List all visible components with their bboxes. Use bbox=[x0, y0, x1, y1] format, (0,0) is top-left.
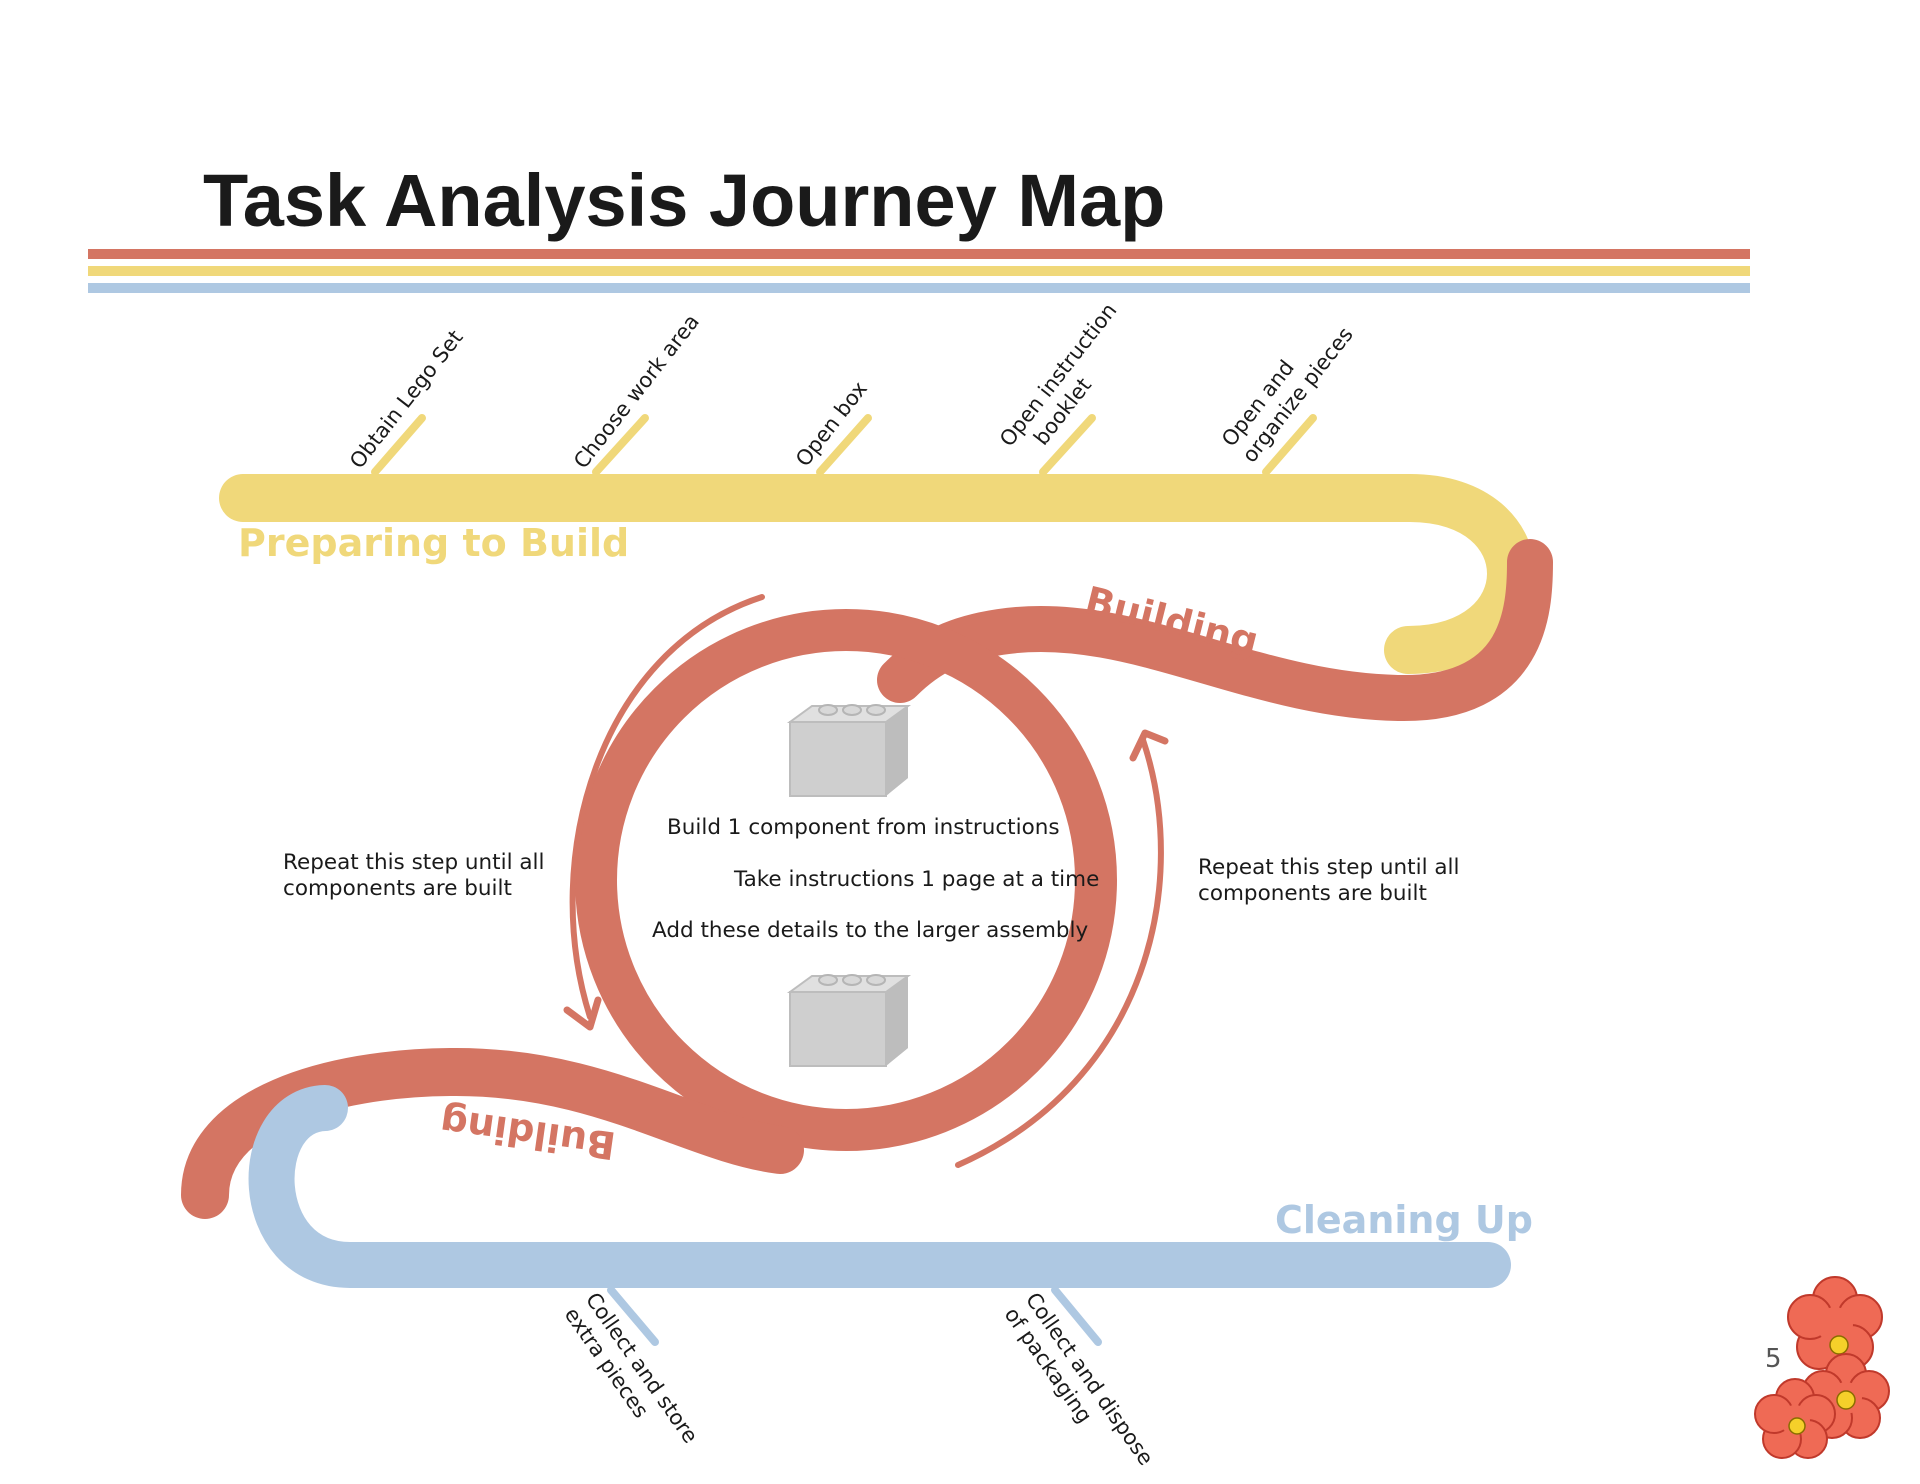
loop-arrow-right-head bbox=[1129, 729, 1169, 762]
step-label-line: Collect and dispose bbox=[1021, 1288, 1158, 1470]
cleaning-path bbox=[248, 1085, 1511, 1288]
building-path-top bbox=[877, 539, 1553, 722]
building-loop bbox=[575, 609, 1117, 1151]
phase-label-cleaning: Cleaning Up bbox=[1275, 1198, 1533, 1242]
cleaning-tick-marks bbox=[607, 1286, 1102, 1346]
repeat-note-left: Repeat this step until all components ar… bbox=[283, 850, 551, 901]
repeat-note-line: Repeat this step until all bbox=[283, 850, 545, 875]
header-stripe-yellow bbox=[88, 266, 1750, 276]
page-number: 5 bbox=[1765, 1344, 1782, 1374]
repeat-note-line: components are built bbox=[283, 876, 512, 901]
page-title: Task Analysis Journey Map bbox=[203, 159, 1165, 242]
repeat-note-line: Repeat this step until all bbox=[1198, 855, 1460, 880]
loop-step-add-details: Add these details to the larger assembly bbox=[652, 918, 1089, 943]
header-stripe-blue bbox=[88, 283, 1750, 293]
loop-arrow-left bbox=[569, 594, 765, 1020]
phase-label-preparing: Preparing to Build bbox=[238, 521, 629, 565]
step-label-preparing: Choose work area bbox=[569, 310, 704, 473]
loop-step-take-instructions: Take instructions 1 page at a time bbox=[733, 867, 1099, 892]
step-label-line: Obtain Lego Set bbox=[345, 326, 468, 473]
preparing-tick-marks bbox=[371, 414, 1317, 476]
header-stripe-red bbox=[88, 249, 1750, 259]
step-label-line: Choose work area bbox=[569, 310, 704, 473]
building-path-bottom bbox=[181, 1047, 804, 1219]
loop-arrow-right bbox=[955, 737, 1164, 1168]
loop-step-build-component: Build 1 component from instructions bbox=[667, 815, 1060, 840]
lego-brick-icon bbox=[786, 704, 912, 797]
repeat-note-right: Repeat this step until all components ar… bbox=[1198, 855, 1466, 906]
lego-brick-icon bbox=[786, 974, 912, 1067]
repeat-note-line: components are built bbox=[1198, 881, 1427, 906]
step-label-preparing: Obtain Lego Set bbox=[345, 326, 468, 473]
loop-arrow-left-head bbox=[563, 996, 602, 1031]
flower-icon bbox=[1754, 1276, 1890, 1459]
